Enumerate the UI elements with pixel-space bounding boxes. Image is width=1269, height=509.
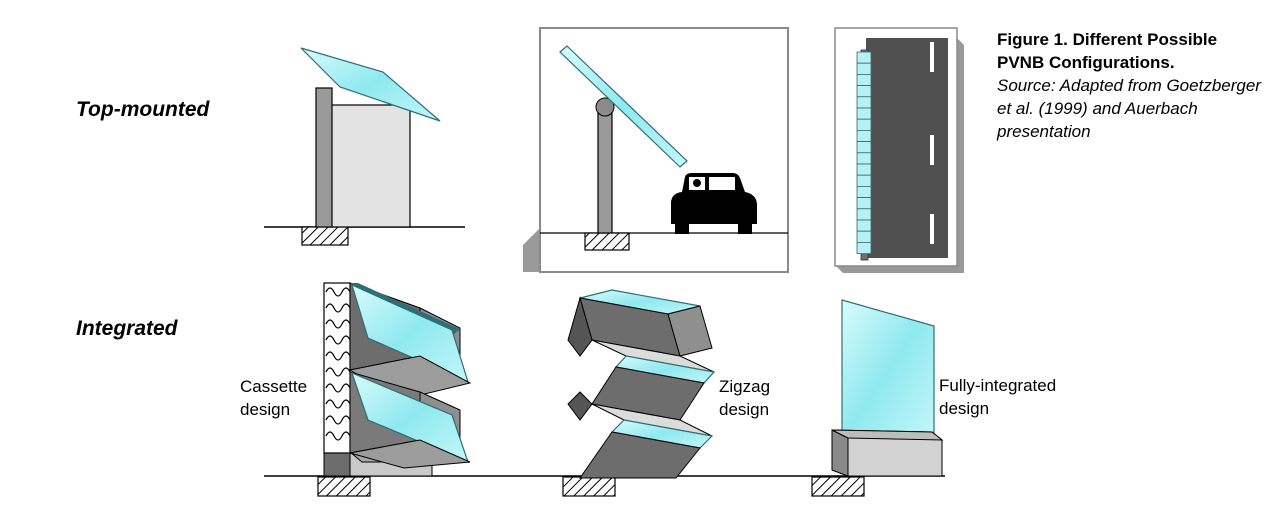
absorber-squiggle bbox=[325, 415, 351, 425]
solar-panel bbox=[559, 45, 688, 168]
barrier-wall bbox=[329, 104, 411, 228]
cassette-design-figure bbox=[317, 282, 472, 497]
panel-cell bbox=[856, 197, 872, 210]
foundation-block bbox=[811, 476, 865, 497]
panel-array bbox=[856, 51, 872, 254]
zigzag-design-figure bbox=[562, 289, 716, 497]
caption-source: Source: Adapted from Goetzberger et al. … bbox=[997, 76, 1261, 141]
panel-cell bbox=[856, 208, 872, 221]
foundation-block bbox=[562, 476, 616, 497]
figure-caption: Figure 1. Different Possible PVNB Config… bbox=[997, 28, 1265, 143]
panel-cell bbox=[856, 85, 872, 98]
absorber-squiggle bbox=[325, 399, 351, 409]
panel-cell bbox=[856, 174, 872, 187]
panel-cell bbox=[856, 74, 872, 87]
top-mounted-wall-figure bbox=[264, 47, 465, 246]
panel-cell bbox=[856, 185, 872, 198]
panel-cell bbox=[856, 163, 872, 176]
lane-marking bbox=[930, 135, 934, 165]
cassette-design-label: Cassette design bbox=[240, 377, 308, 419]
absorber-squiggle bbox=[325, 319, 351, 329]
panel-cell bbox=[856, 107, 872, 120]
foundation-block bbox=[301, 226, 349, 246]
zigzag-design-label: Zigzag design bbox=[719, 377, 771, 419]
panel-cell bbox=[856, 219, 872, 232]
panel-cell bbox=[856, 241, 872, 254]
lane-marking bbox=[930, 214, 934, 244]
panel-cell bbox=[856, 62, 872, 75]
car-icon bbox=[671, 173, 757, 234]
top-mounted-plan-figure bbox=[834, 27, 964, 273]
absorber-squiggle bbox=[325, 351, 351, 361]
absorber-squiggle bbox=[325, 335, 351, 345]
row-label-top-mounted: Top-mounted bbox=[76, 98, 210, 121]
solar-panel bbox=[300, 47, 441, 122]
foundation-block bbox=[317, 476, 371, 497]
foundation-block bbox=[584, 232, 630, 251]
row-label-integrated: Integrated bbox=[76, 317, 178, 340]
solar-panel bbox=[841, 299, 935, 441]
support-post bbox=[597, 107, 613, 234]
panel-cell bbox=[856, 141, 872, 154]
panel-cell bbox=[856, 51, 872, 64]
absorber-squiggle bbox=[325, 431, 351, 441]
panel-cell bbox=[856, 118, 872, 131]
absorber-squiggle bbox=[325, 383, 351, 393]
top-mounted-post-figure bbox=[523, 27, 789, 273]
absorber-squiggle bbox=[325, 287, 351, 297]
fully-integrated-figure bbox=[811, 299, 944, 497]
absorber-squiggle bbox=[325, 367, 351, 377]
absorber-squiggle bbox=[325, 303, 351, 313]
panel-cell bbox=[856, 129, 872, 142]
caption-title: Figure 1. Different Possible PVNB Config… bbox=[997, 30, 1218, 72]
fully-integrated-design-label: Fully-integrated design bbox=[939, 376, 1057, 418]
road bbox=[866, 38, 948, 258]
panel-cell bbox=[856, 152, 872, 165]
support-post bbox=[315, 87, 333, 228]
lane-marking bbox=[930, 42, 934, 72]
panel-cell bbox=[856, 96, 872, 109]
sound-absorber-texture bbox=[325, 287, 351, 441]
panel-cell bbox=[856, 230, 872, 243]
